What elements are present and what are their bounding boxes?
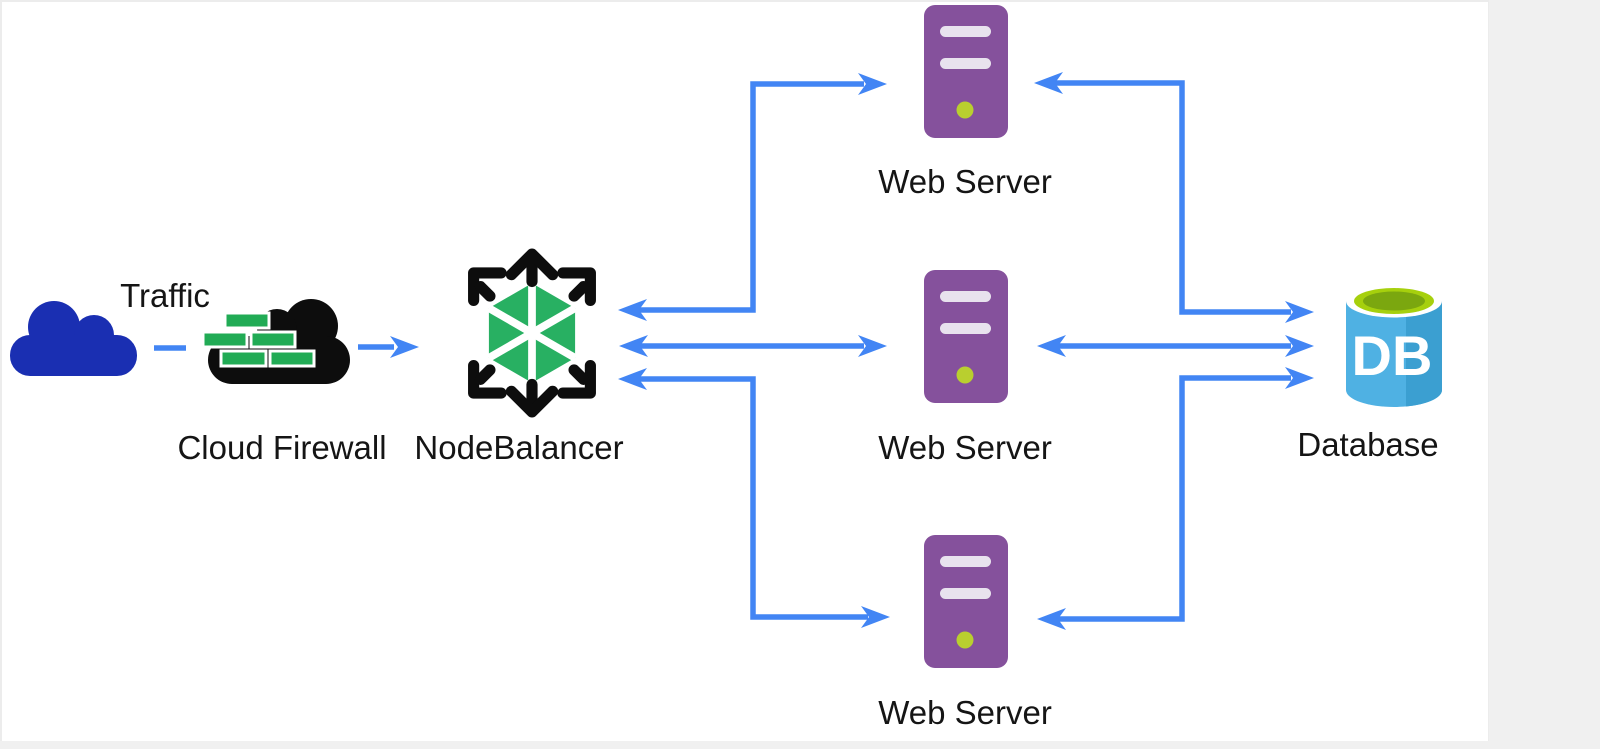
traffic-label: Traffic [120, 277, 210, 314]
db-badge: DB [1352, 324, 1433, 387]
arrow-firewall-nodebalancer [358, 336, 419, 358]
web-server-1-label: Web Server [878, 163, 1052, 200]
connector-nodebalancer-webserver-3 [618, 368, 890, 628]
web-server-2-label: Web Server [878, 429, 1052, 466]
diagram-canvas: Traffic Cloud Firewall [0, 0, 1489, 741]
connector-webserver-3-database [1037, 367, 1314, 630]
cloud-firewall-icon [201, 299, 350, 384]
cloud-firewall-label: Cloud Firewall [177, 429, 387, 466]
traffic-cloud-icon [10, 301, 137, 376]
web-server-1-icon [924, 5, 1008, 138]
connector-nodebalancer-webserver-2 [619, 335, 887, 357]
connector-webserver-1-database [1034, 72, 1314, 323]
connector-webserver-2-database [1037, 335, 1314, 357]
connector-layer [154, 72, 1314, 630]
nodebalancer-label: NodeBalancer [414, 429, 624, 466]
database-label: Database [1297, 426, 1439, 463]
database-icon: DB [1346, 284, 1443, 407]
firewall-bricks [201, 311, 316, 368]
web-server-2-icon [924, 270, 1008, 403]
connector-nodebalancer-webserver-1 [618, 73, 887, 321]
web-server-3-icon [924, 535, 1008, 668]
nodebalancer-icon [468, 248, 596, 418]
web-server-3-label: Web Server [878, 694, 1052, 731]
